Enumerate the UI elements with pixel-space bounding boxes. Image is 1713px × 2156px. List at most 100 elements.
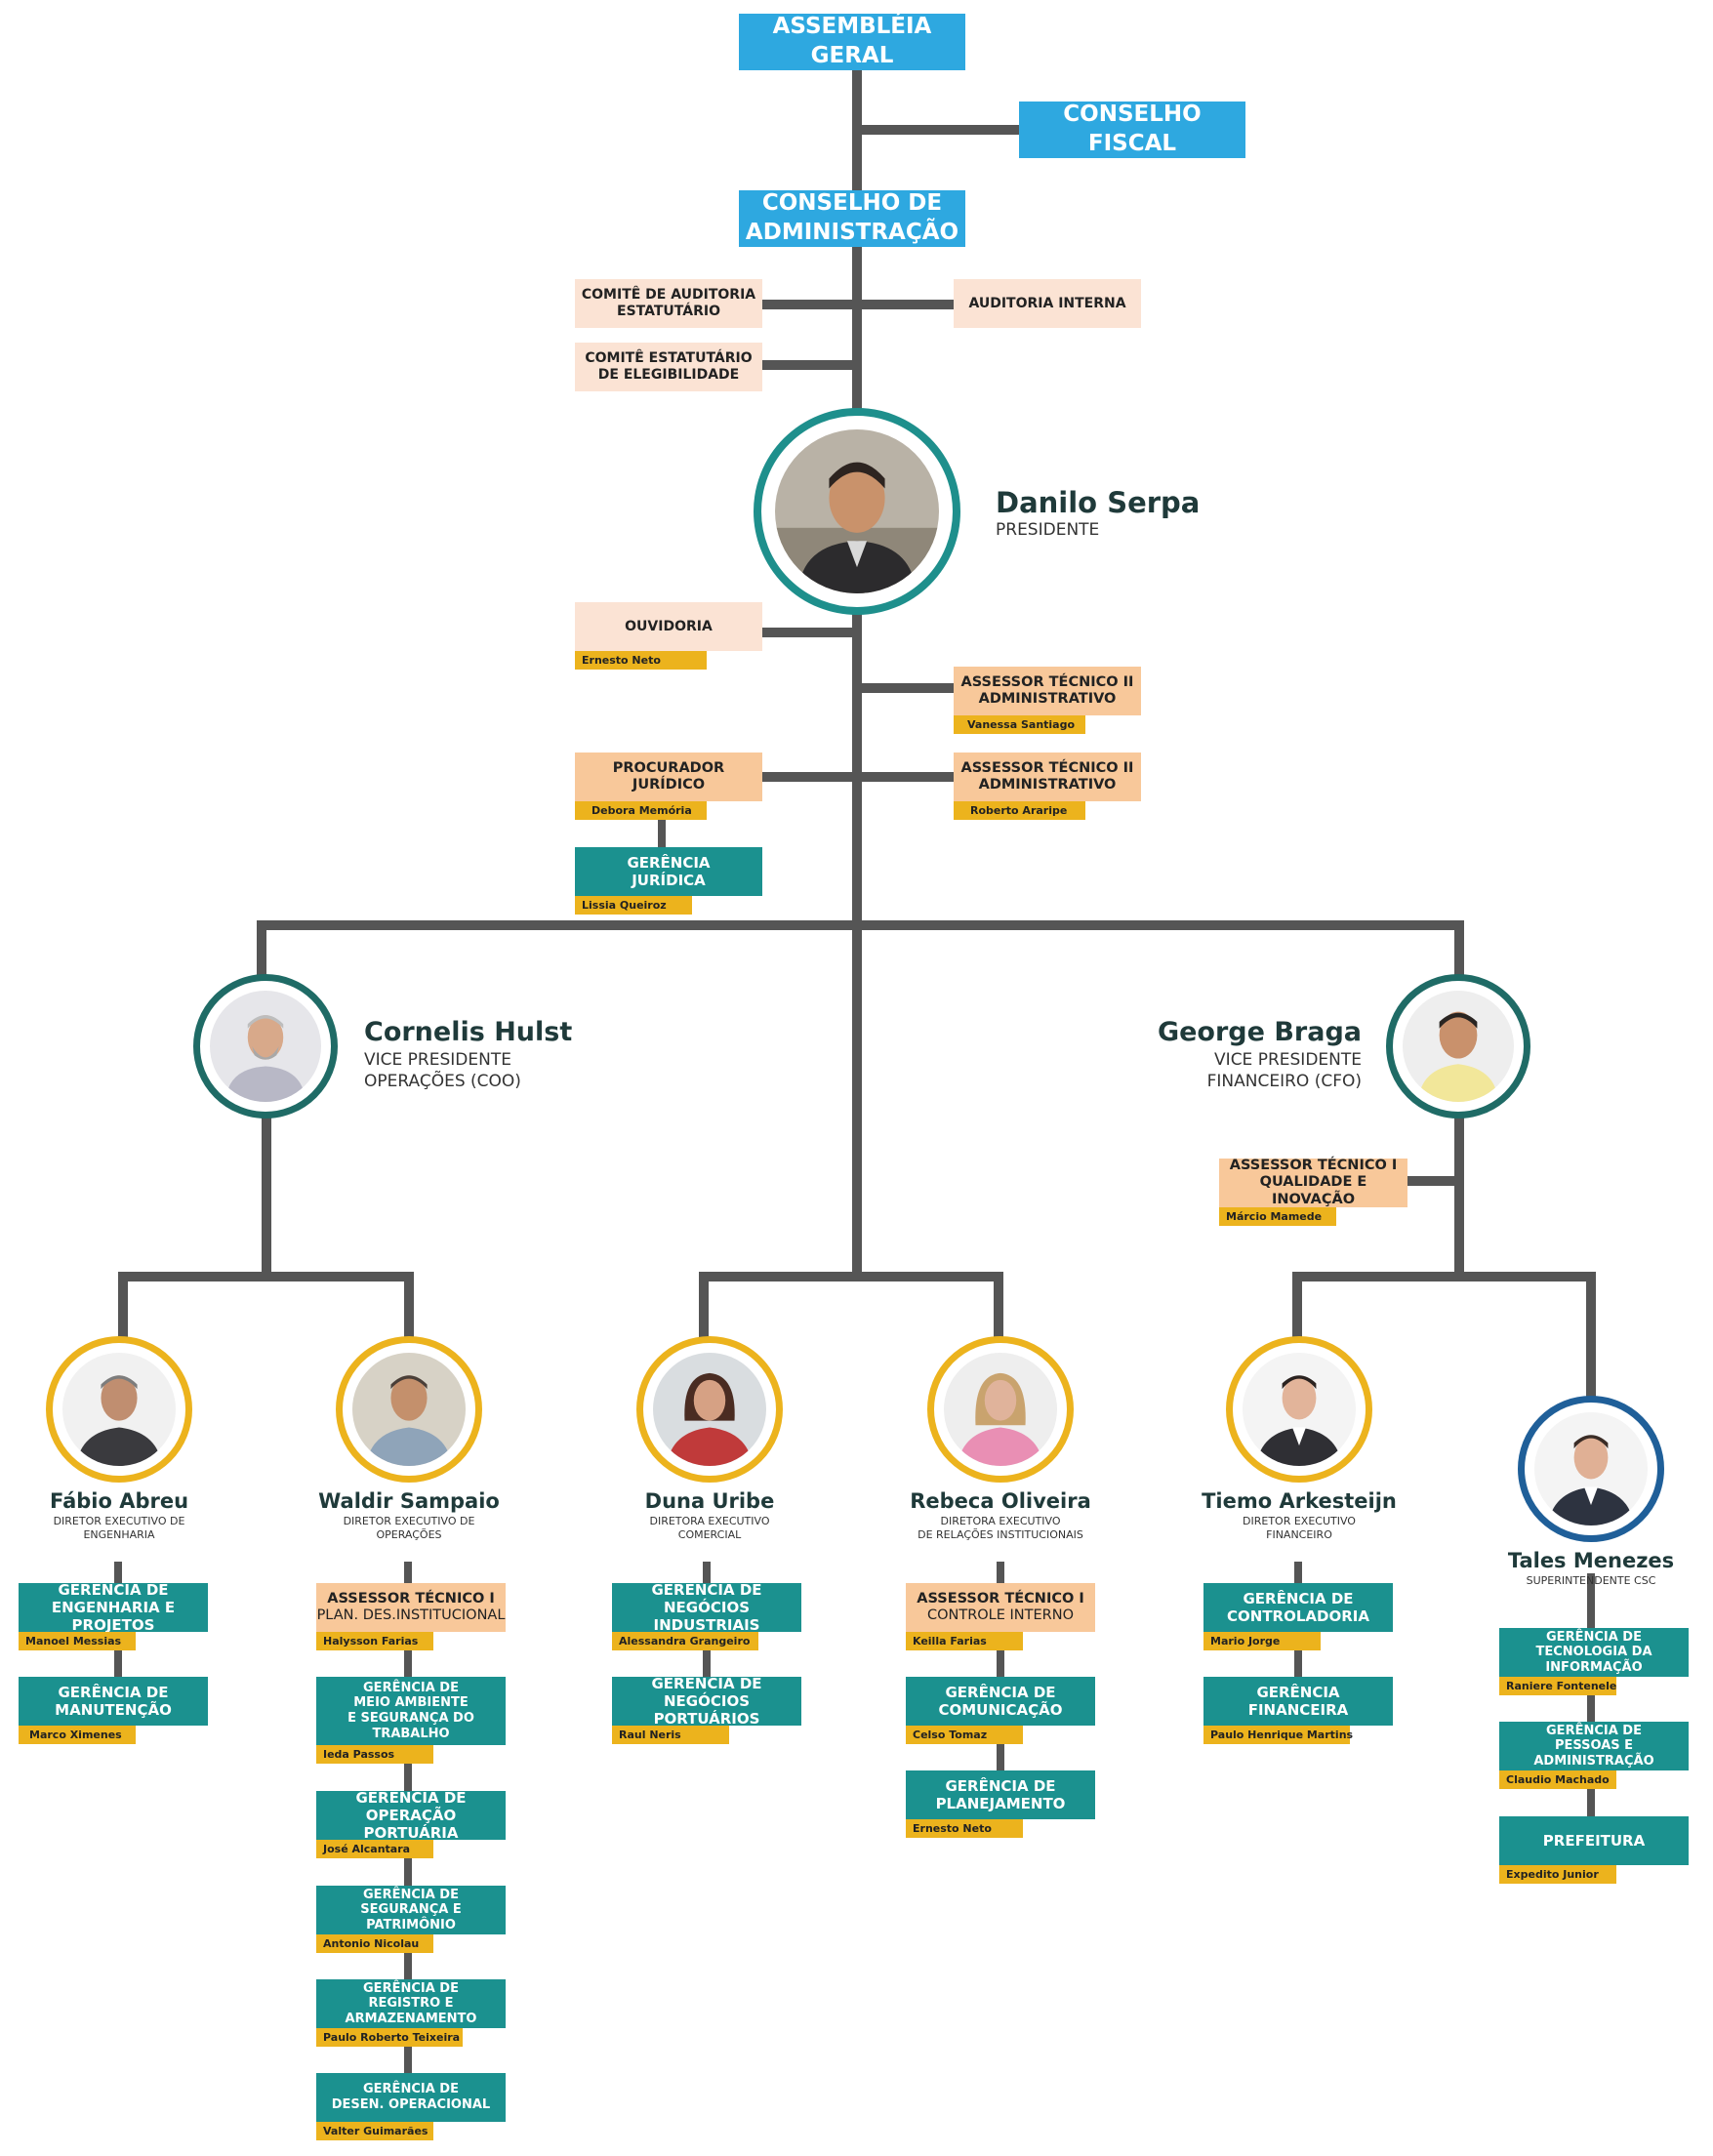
unit-box[interactable]: PREFEITURA: [1499, 1816, 1689, 1865]
director-title-line: DE RELAÇÕES INSTITUCIONAIS: [918, 1528, 1083, 1541]
person-photo-icon: [62, 1353, 176, 1466]
box-label-line: GERÊNCIA: [1256, 1684, 1340, 1701]
connector: [994, 1272, 1003, 1338]
connector: [1292, 1272, 1596, 1281]
connector: [404, 1272, 414, 1338]
connector: [762, 772, 954, 782]
connector: [857, 683, 955, 693]
president-photo: [754, 408, 960, 615]
person-tag: Celso Tomaz: [906, 1726, 1023, 1744]
box-label-line: REGISTRO E ARMAZENAMENTO: [345, 1996, 477, 2026]
person-tag: Paulo Roberto Teixeira: [316, 2028, 463, 2047]
box-label-line: ADMINISTRATIVO: [978, 691, 1117, 707]
connector: [1407, 1176, 1456, 1186]
box-label-line: COMUNICAÇÃO: [938, 1701, 1063, 1719]
ouvidoria-box[interactable]: OUVIDORIA: [575, 602, 762, 651]
box-label-line: GERÊNCIA DE: [355, 1789, 467, 1807]
box-label-line: MEIO AMBIENTE: [353, 1695, 469, 1711]
person-tag: Alessandra Grangeiro: [612, 1632, 758, 1650]
connector: [1454, 1106, 1464, 1281]
director-title-line: DIRETOR EXECUTIVO DE: [53, 1515, 185, 1527]
connector: [118, 1272, 128, 1338]
box-label-line: DESEN. OPERACIONAL: [331, 2097, 491, 2112]
cfo-name: George Braga: [1157, 1017, 1362, 1047]
director-photo: [1226, 1336, 1372, 1483]
director-title-line: FINANCEIRO: [1266, 1528, 1332, 1541]
box-label-line: CONSELHO DE: [761, 190, 943, 217]
box-label-line: GERÊNCIA DE: [945, 1777, 1056, 1795]
director-name: Fábio Abreu: [49, 1489, 189, 1513]
box-label-line: GERÊNCIA DE: [58, 1684, 169, 1701]
director-title-line: DIRETOR EXECUTIVO: [1243, 1515, 1356, 1527]
box-label-line: OPERAÇÃO PORTUÁRIA: [363, 1807, 459, 1842]
box-label-line: JURÍDICA: [632, 872, 706, 889]
person-tag: Marco Ximenes: [19, 1726, 136, 1744]
director-name: Rebeca Oliveira: [910, 1489, 1091, 1513]
connector: [262, 1106, 271, 1281]
director-photo: [636, 1336, 783, 1483]
person-tag: Paulo Henrique Martins: [1203, 1726, 1353, 1744]
person-photo-icon: [775, 429, 939, 593]
connector: [118, 1272, 414, 1281]
person-tag: Ieda Passos: [316, 1745, 433, 1764]
president-name: Danilo Serpa: [996, 486, 1201, 519]
box-label-line: GERÊNCIA: [627, 854, 711, 872]
person-tag: Vanessa Santiago: [954, 715, 1085, 734]
cfo-title-line: FINANCEIRO (CFO): [1206, 1072, 1362, 1091]
box-label-line: QUALIDADE E INOVAÇÃO: [1259, 1174, 1367, 1207]
box-label-line: ASSESSOR TÉCNICO II: [960, 759, 1134, 776]
connector: [257, 920, 1464, 930]
box-label-line: GERÊNCIA DE: [651, 1581, 762, 1599]
auditoria-interna-box[interactable]: AUDITORIA INTERNA: [954, 279, 1141, 328]
president-title: PRESIDENTE: [996, 520, 1100, 540]
box-label-line: GERÊNCIA DE: [1243, 1590, 1354, 1607]
connector: [699, 1272, 709, 1338]
coo-name: Cornelis Hulst: [364, 1017, 573, 1047]
person-tag: Roberto Araripe: [954, 801, 1085, 820]
box-label-line: COMITÊ ESTATUTÁRIO: [585, 350, 753, 367]
cfo-title-line: VICE PRESIDENTE: [1214, 1050, 1362, 1070]
person-photo-icon: [944, 1353, 1057, 1466]
box-label-line: CONTROLADORIA: [1227, 1607, 1369, 1625]
box-label-line: PROCURADOR: [612, 759, 725, 776]
connector: [852, 125, 1019, 135]
box-label-line: GERÊNCIA DE: [651, 1675, 762, 1692]
box-label-line: PLANEJAMENTO: [935, 1795, 1066, 1812]
connector: [762, 628, 857, 637]
person-tag: Keilla Farias: [906, 1632, 1023, 1650]
director-title-line: COMERCIAL: [677, 1528, 742, 1541]
person-tag: Expedito Junior: [1499, 1865, 1616, 1884]
director-title-line: OPERAÇÕES: [376, 1528, 442, 1541]
person-tag: Claudio Machado: [1499, 1770, 1616, 1789]
director-title-line: ENGENHARIA: [83, 1528, 155, 1541]
box-label-line: SEGURANÇA E PATRIMÔNIO: [360, 1902, 462, 1932]
box-label-line: PLAN. DES.INSTITUCIONAL: [316, 1607, 506, 1623]
